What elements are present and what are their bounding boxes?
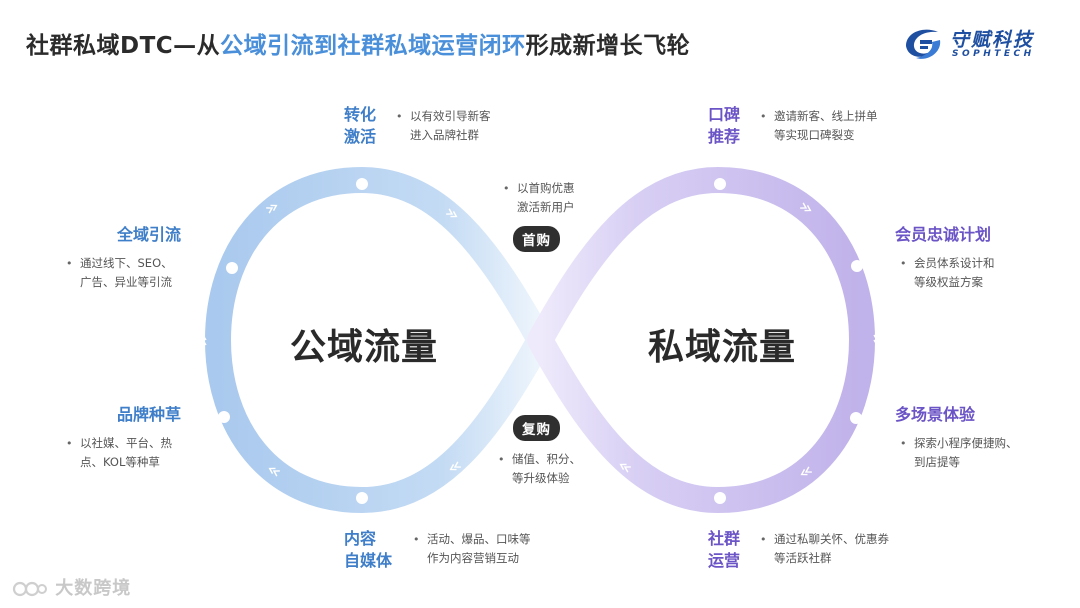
right-item-title-referral: 口碑推荐	[708, 104, 740, 148]
left-item-title-seeding: 品牌种草	[117, 404, 181, 426]
logo-english-text: SOPHTECH	[952, 49, 1035, 59]
title-line: 内容	[344, 529, 377, 548]
right-item-title-community: 社群运营	[708, 528, 740, 572]
desc-line: 邀请新客、线上拼单	[774, 109, 878, 123]
desc-line: 以有效引导新客	[410, 109, 491, 123]
repurchase-pill: 复购	[513, 415, 560, 441]
left-item-title-omni: 全域引流	[117, 224, 181, 246]
ring-nodes	[218, 178, 863, 504]
note-line: 等升级体验	[512, 471, 570, 485]
public-traffic-label: 公域流量	[290, 327, 439, 368]
watermark: 大数跨境	[12, 574, 131, 600]
desc-line: 点、KOL等种草	[80, 455, 160, 469]
node-convert	[356, 178, 368, 190]
private-traffic-label: 私域流量	[648, 327, 797, 368]
left-item-desc-seeding: • 以社媒、平台、热点、KOL等种草	[66, 434, 172, 472]
desc-line: 等级权益方案	[914, 275, 983, 289]
title-line: 激活	[344, 127, 377, 146]
bullet-icon: •	[413, 533, 420, 546]
desc-line: 会员体系设计和	[914, 256, 995, 270]
title-line: 运营	[708, 551, 741, 570]
right-item-desc-loyalty: • 会员体系设计和等级权益方案	[900, 254, 995, 292]
title-line: 推荐	[708, 127, 741, 146]
title-line: 品牌种草	[117, 405, 182, 424]
left-item-desc-content: • 活动、爆品、口味等作为内容营销互动	[413, 530, 531, 568]
left-item-title-content: 内容自媒体	[344, 528, 392, 572]
watermark-text: 大数跨境	[55, 578, 132, 599]
bullet-icon: •	[66, 257, 73, 270]
title-part-2: 公域引流到社群私域运营闭环	[220, 33, 526, 59]
brand-logo: 守赋科技 SOPHTECH	[900, 22, 1060, 66]
title-line: 转化	[344, 105, 377, 124]
desc-line: 活动、爆品、口味等	[427, 532, 531, 546]
desc-line: 作为内容营销互动	[427, 551, 519, 565]
bullet-icon: •	[900, 257, 907, 270]
logo-chinese-text: 守赋科技	[950, 29, 1035, 51]
node-seeding	[218, 411, 230, 423]
title-line: 会员忠诚计划	[895, 225, 992, 244]
node-loyalty	[851, 260, 863, 272]
desc-line: 探索小程序便捷购、	[914, 436, 1018, 450]
repurchase-note: • 储值、积分、等升级体验	[498, 450, 581, 488]
left-item-desc-convert: • 以有效引导新客进入品牌社群	[396, 107, 491, 145]
bullet-icon: •	[900, 437, 907, 450]
bullet-icon: •	[760, 533, 767, 546]
title-line: 口碑	[708, 105, 741, 124]
desc-line: 进入品牌社群	[410, 128, 479, 142]
desc-line: 到店提等	[914, 455, 960, 469]
desc-line: 以社媒、平台、热	[80, 436, 172, 450]
right-item-title-scenes: 多场景体验	[895, 404, 975, 426]
left-loop-ring	[204, 166, 553, 514]
direction-chevrons	[199, 202, 881, 477]
title-line: 自媒体	[344, 551, 393, 570]
first-purchase-note: • 以首购优惠激活新用户	[503, 179, 575, 217]
title-line: 多场景体验	[895, 405, 976, 424]
desc-line: 通过线下、SEO、	[80, 256, 173, 270]
node-referral	[714, 178, 726, 190]
note-line: 储值、积分、	[512, 452, 581, 466]
watermark-logo-icon	[12, 581, 47, 597]
desc-line: 等活跃社群	[774, 551, 832, 565]
right-item-desc-referral: • 邀请新客、线上拼单等实现口碑裂变	[760, 107, 878, 145]
node-scenes	[850, 412, 862, 424]
right-item-desc-community: • 通过私聊关怀、优惠券等活跃社群	[760, 530, 889, 568]
title-line: 全域引流	[117, 225, 182, 244]
node-community	[714, 492, 726, 504]
desc-line: 广告、异业等引流	[80, 275, 172, 289]
bullet-icon: •	[498, 453, 505, 466]
bullet-icon: •	[760, 110, 767, 123]
bullet-icon: •	[396, 110, 403, 123]
note-line: 以首购优惠	[517, 181, 575, 195]
node-content	[356, 492, 368, 504]
right-loop-ring	[527, 166, 876, 514]
title-part-1: 社群私域DTC—从	[26, 33, 221, 59]
title-line: 社群	[708, 529, 741, 548]
bullet-icon: •	[66, 437, 73, 450]
bullet-icon: •	[503, 182, 510, 195]
right-item-desc-scenes: • 探索小程序便捷购、到店提等	[900, 434, 1018, 472]
left-item-title-convert: 转化激活	[344, 104, 376, 148]
right-item-title-loyalty: 会员忠诚计划	[895, 224, 991, 246]
title-part-3: 形成新增长飞轮	[525, 33, 691, 59]
desc-line: 等实现口碑裂变	[774, 128, 855, 142]
desc-line: 通过私聊关怀、优惠券	[774, 532, 889, 546]
logo-mark-icon	[906, 29, 941, 59]
first-purchase-pill: 首购	[513, 226, 560, 252]
left-item-desc-omni: • 通过线下、SEO、广告、异业等引流	[66, 254, 173, 292]
page-title: 社群私域DTC—从公域引流到社群私域运营闭环形成新增长飞轮	[26, 26, 690, 60]
note-line: 激活新用户	[517, 200, 575, 214]
node-omni	[226, 262, 238, 274]
